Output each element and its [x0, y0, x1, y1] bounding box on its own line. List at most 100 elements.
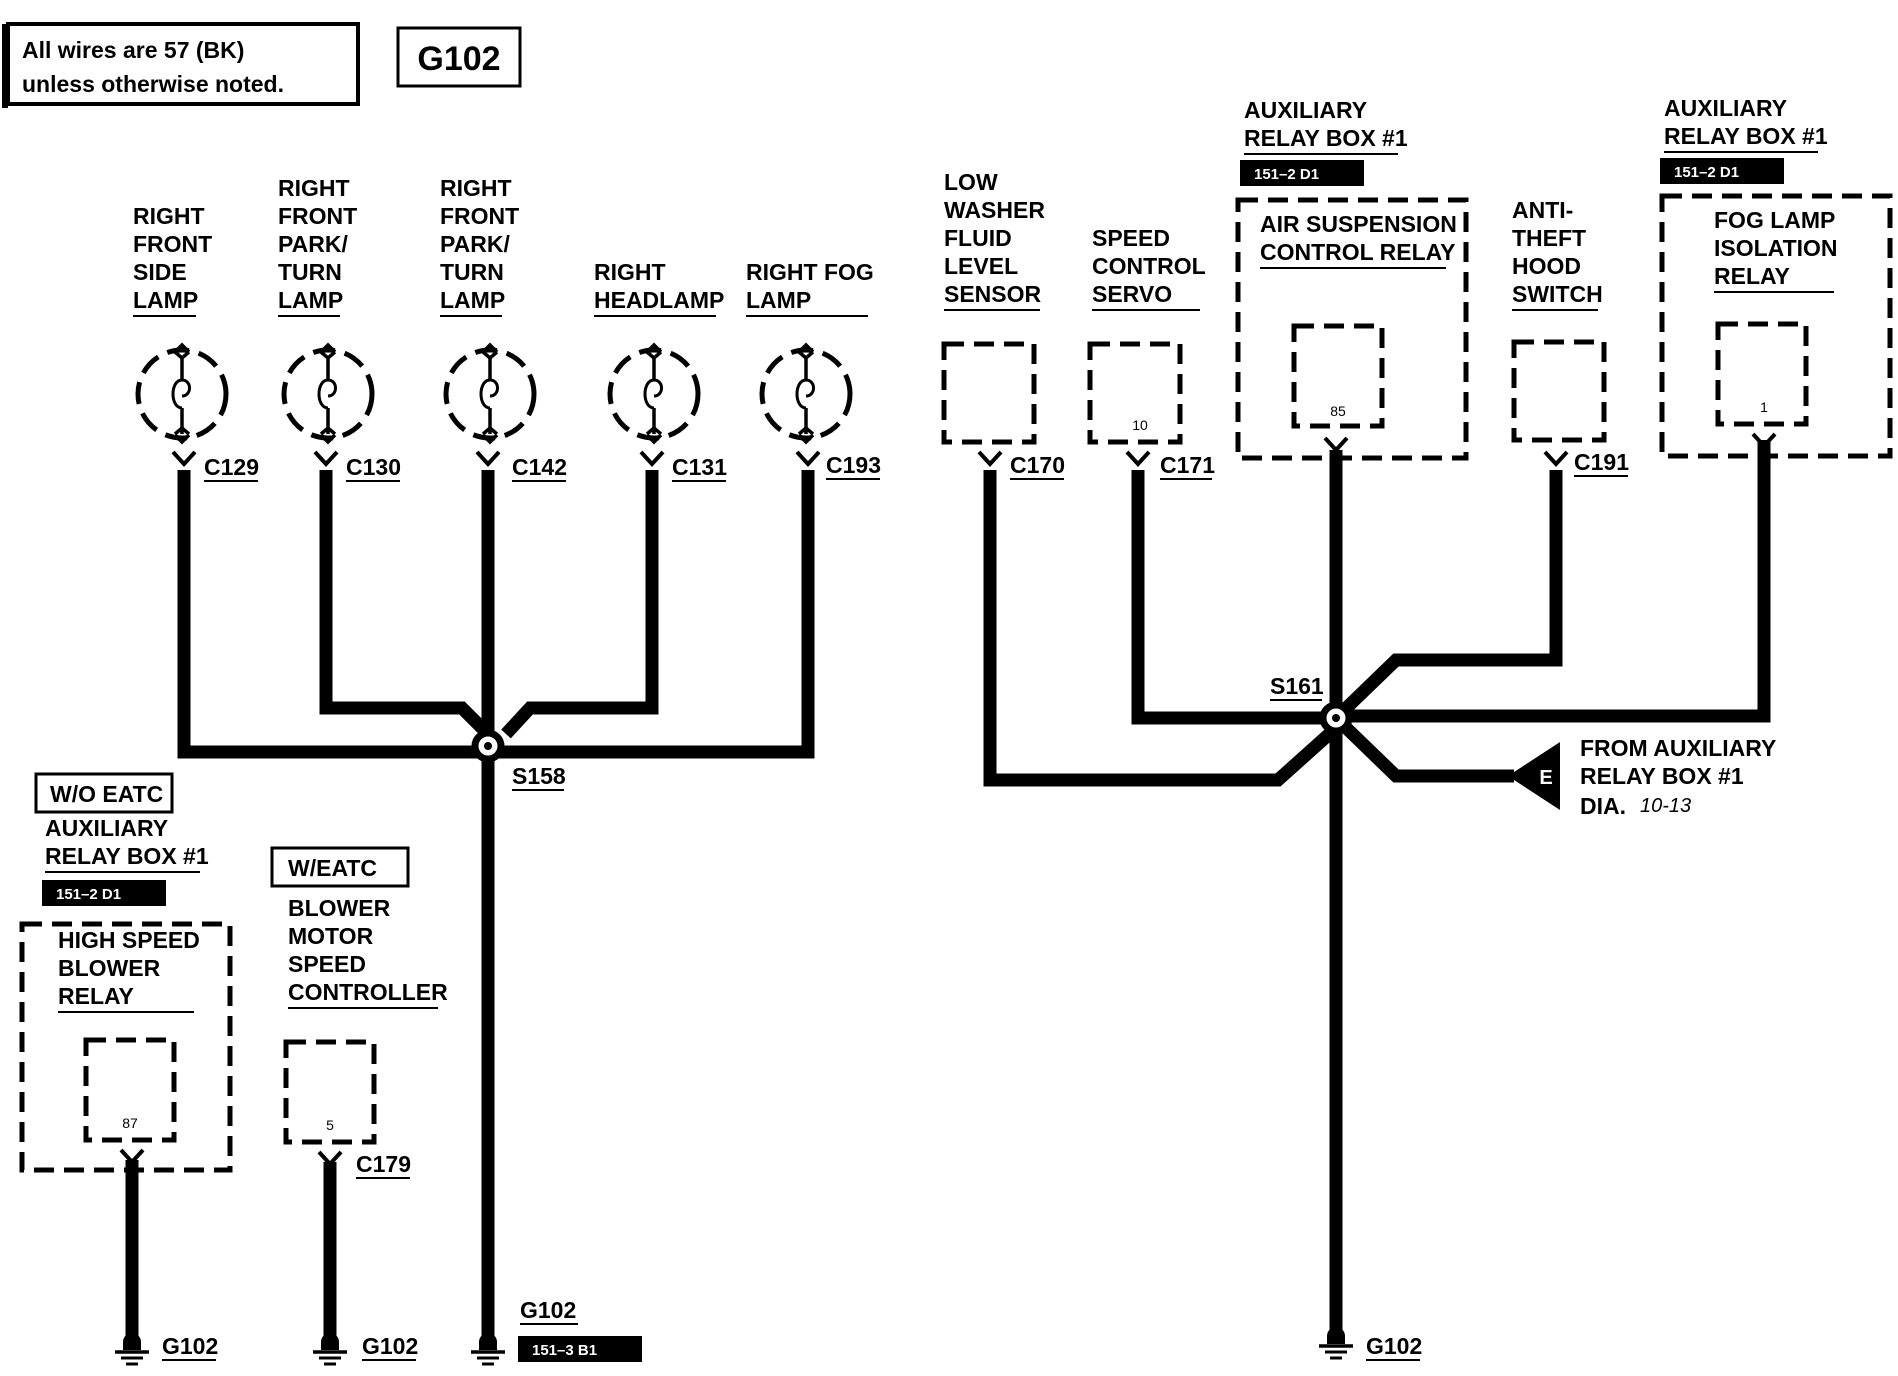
reference-line-3: DIA.: [1580, 793, 1626, 819]
connector-icon: [313, 450, 339, 466]
right-front-park-turn-lamp-1: RIGHT FRONT PARK/ TURN LAMP C130: [278, 175, 401, 482]
label-line: RIGHT: [278, 175, 350, 201]
label-line: RELAY: [1714, 263, 1790, 289]
connector-c170: C170: [1010, 452, 1065, 478]
label-line: HOOD: [1512, 253, 1581, 279]
connector-icon: [977, 450, 1003, 466]
label-line: THEFT: [1512, 225, 1586, 251]
anti-theft-hood-switch: ANTI- THEFT HOOD SWITCH C191: [1511, 197, 1629, 477]
high-speed-blower-relay-box: AUXILIARY RELAY BOX #1 151–2 D1 HIGH SPE…: [19, 815, 233, 1366]
label-line: SWITCH: [1512, 281, 1603, 307]
reference-letter: E: [1539, 767, 1552, 789]
ground-icon: [1317, 1325, 1355, 1360]
connector-icon: [1543, 450, 1569, 466]
ground-g102-s158: G102 151–3 B1: [469, 1297, 642, 1366]
label-line: HIGH SPEED: [58, 927, 200, 953]
label-line: RELAY: [58, 983, 134, 1009]
label-line: RIGHT: [594, 259, 666, 285]
right-front-side-lamp: RIGHT FRONT SIDE LAMP C129: [133, 203, 259, 482]
relay-ref-tag: 151–2 D1: [1674, 164, 1739, 181]
label-line: BLOWER: [58, 955, 161, 981]
pin-label: 1: [1760, 399, 1768, 415]
wo-eatc-option: W/O EATC: [34, 772, 174, 814]
ground-ref-tag: 151–3 B1: [532, 1342, 597, 1359]
connector-icon: [1323, 436, 1349, 452]
right-headlamp: RIGHT HEADLAMP C131: [594, 259, 727, 482]
connector-c130: C130: [346, 454, 401, 480]
label-line: AUXILIARY: [1244, 97, 1367, 123]
ground-label: G102: [362, 1333, 418, 1359]
label-line: CONTROLLER: [288, 979, 448, 1005]
label-line: PARK/: [440, 231, 510, 257]
connector-c193: C193: [826, 452, 881, 478]
pin-label: 10: [1132, 417, 1148, 433]
connector-c129: C129: [204, 454, 259, 480]
label-line: PARK/: [278, 231, 348, 257]
label-line: FLUID: [944, 225, 1012, 251]
label-line: SENSOR: [944, 281, 1042, 307]
label-line: SERVO: [1092, 281, 1172, 307]
blower-motor-speed-controller: BLOWER MOTOR SPEED CONTROLLER 5 C179 G10…: [283, 895, 448, 1366]
ground-label: G102: [520, 1297, 576, 1323]
ground-icon: [469, 1331, 507, 1366]
reference-line-1: FROM AUXILIARY: [1580, 735, 1776, 761]
label-line: LAMP: [278, 287, 343, 313]
label-line: RIGHT FOG: [746, 259, 874, 285]
pin-label: 5: [326, 1117, 334, 1133]
connector-icon: [171, 450, 197, 466]
label-line: ANTI-: [1512, 197, 1573, 223]
connector-icon: [795, 450, 821, 466]
splice-label: S158: [512, 763, 566, 789]
label-line: FRONT: [440, 203, 519, 229]
reference-page: 10-13: [1640, 795, 1691, 817]
ground-icon: [113, 1331, 151, 1366]
label-line: RELAY BOX #1: [1244, 125, 1408, 151]
from-auxiliary-relay-reference: E FROM AUXILIARY RELAY BOX #1 DIA. 10-13: [1508, 735, 1776, 819]
right-wires: [983, 440, 1771, 1340]
diagram-title: G102: [417, 40, 500, 78]
connector-c191: C191: [1574, 449, 1629, 475]
connector-c179: C179: [356, 1151, 411, 1177]
label-line: AUXILIARY: [1664, 95, 1787, 121]
label-line: RIGHT: [133, 203, 205, 229]
label-line: FRONT: [133, 231, 212, 257]
right-front-park-turn-lamp-2: RIGHT FRONT PARK/ TURN LAMP C142: [440, 175, 567, 482]
connector-icon: [475, 450, 501, 466]
label-line: LOW: [944, 169, 998, 195]
reference-arrow-icon: [1508, 742, 1560, 810]
connector-c131: C131: [672, 454, 727, 480]
option-label: W/O EATC: [50, 781, 163, 807]
low-washer-fluid-level-sensor: LOW WASHER FLUID LEVEL SENSOR C170: [941, 169, 1065, 480]
label-line: BLOWER: [288, 895, 391, 921]
label-line: CONTROL RELAY: [1260, 239, 1456, 265]
lamp-bulb-icon: [610, 345, 698, 442]
pin-label: 85: [1330, 403, 1346, 419]
fog-lamp-isolation-relay: AUXILIARY RELAY BOX #1 151–2 D1 FOG LAMP…: [1659, 95, 1893, 459]
reference-line-2: RELAY BOX #1: [1580, 763, 1744, 789]
connector-c171: C171: [1160, 452, 1215, 478]
connector-icon: [639, 450, 665, 466]
relay-ref-tag: 151–2 D1: [1254, 166, 1319, 183]
lamp-bulb-icon: [446, 345, 534, 442]
label-line: SPEED: [1092, 225, 1170, 251]
label-line: SPEED: [288, 951, 366, 977]
ground-g102-s161: G102: [1317, 1325, 1422, 1361]
connector-icon: [1125, 450, 1151, 466]
ground-label: G102: [162, 1333, 218, 1359]
label-line: TURN: [278, 259, 342, 285]
ground-label: G102: [1366, 1333, 1422, 1359]
ground-icon: [311, 1331, 349, 1366]
left-lamp-wires: [177, 470, 815, 1350]
label-line: RIGHT: [440, 175, 512, 201]
lamp-bulb-icon: [138, 345, 226, 442]
label-line: MOTOR: [288, 923, 374, 949]
air-suspension-control-relay: AUXILIARY RELAY BOX #1 151–2 D1 AIR SUSP…: [1235, 97, 1469, 461]
label-line: RELAY BOX #1: [45, 843, 209, 869]
lamp-bulb-icon: [284, 345, 372, 442]
connector-c142: C142: [512, 454, 567, 480]
relay-ref-tag: 151–2 D1: [56, 886, 121, 903]
label-line: CONTROL: [1092, 253, 1206, 279]
label-line: LEVEL: [944, 253, 1018, 279]
label-line: LAMP: [440, 287, 505, 313]
